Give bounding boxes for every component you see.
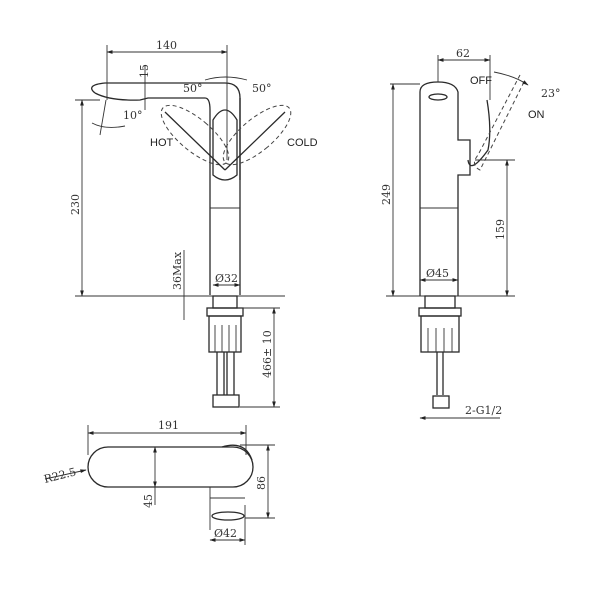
handle-hot-position [160,104,230,166]
dim-hose-length: 466± 10 [261,330,274,378]
label-on: ON [528,109,545,121]
side-view: 62 OFF ON 23° 249 159 Ø45 2-G1/2 [380,47,561,420]
front-view: 140 15 10° 50° 50° HOT COLD 230 36Max Ø3… [69,39,318,408]
dim-spout-width: 45 [142,494,155,508]
dim-base-diameter: Ø32 [215,272,238,285]
handle-cold-position [222,104,292,166]
aerator [428,93,448,101]
dim-total-height: 249 [380,184,393,205]
dim-spout-tilt: 10° [123,109,143,122]
dim-spout-length: 191 [158,419,179,432]
spout-top [87,446,254,488]
dim-body-diameter: Ø45 [426,267,449,280]
body-left-edge [94,92,211,295]
body-base-top [211,511,245,521]
dim-lever-angle: 23° [541,87,561,100]
lever-on [474,74,526,171]
dim-end-radius: R22.5 [43,465,78,486]
dim-max-deck: 36Max [171,251,184,290]
lever-off [467,99,491,167]
handle-center [212,109,238,181]
dim-handle-angle-left: 50° [183,82,203,95]
dim-outlet-height: 230 [69,194,82,215]
label-off: OFF [470,75,492,87]
spout-outline [91,82,241,180]
dim-body-diameter-top: Ø42 [214,527,237,540]
dim-connection: 2-G1/2 [465,404,502,417]
dim-spout-height: 15 [138,64,151,78]
dim-lever-height: 159 [494,219,507,240]
dim-spout-reach: 140 [156,39,177,52]
side-body [419,81,471,296]
dim-total-depth: 86 [255,476,268,490]
label-hot: HOT [150,137,174,149]
top-view: 191 R22.5 45 86 Ø42 [43,419,275,545]
label-cold: COLD [287,137,318,149]
dim-handle-angle-right: 50° [252,82,272,95]
dim-handle-offset: 62 [456,47,470,60]
